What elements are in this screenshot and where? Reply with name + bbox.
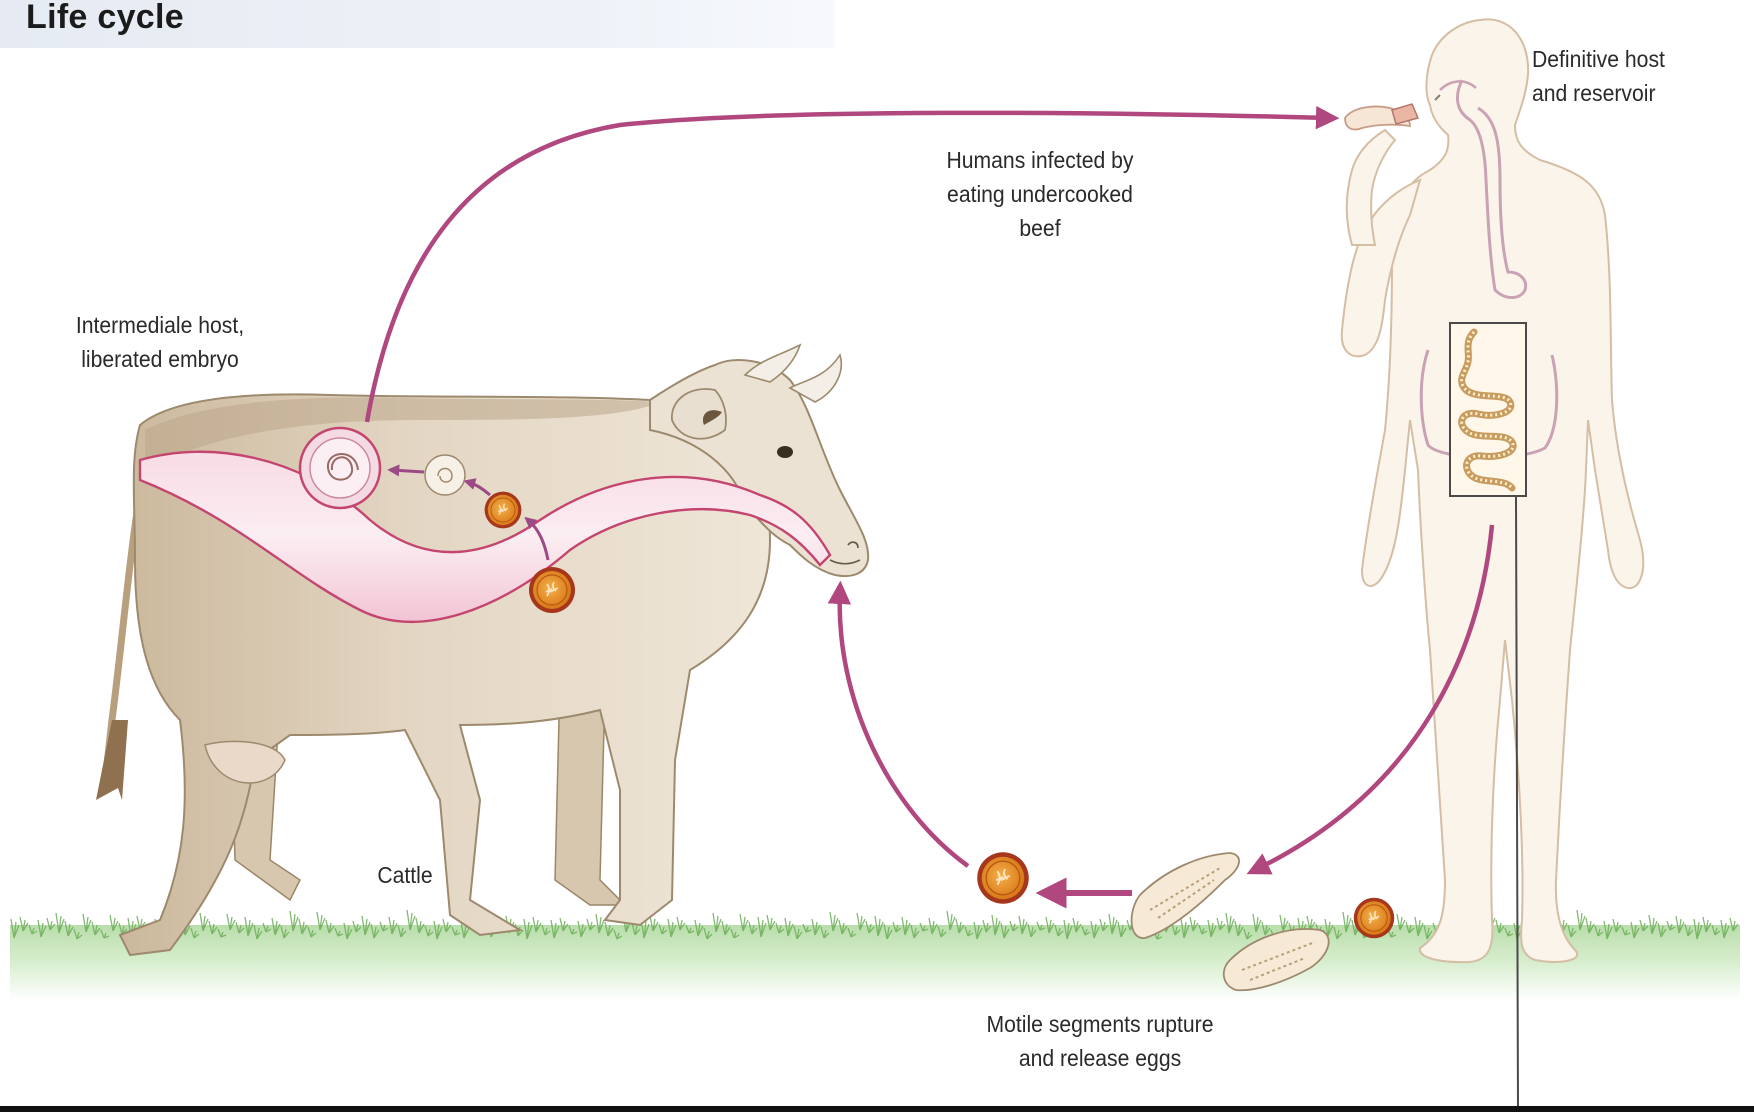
bottom-border xyxy=(0,1106,1754,1112)
humans-infected-line-1: Humans infected by xyxy=(911,143,1169,177)
label-cattle: Cattle xyxy=(354,858,455,892)
label-definitive-host: Definitive host and reservoir xyxy=(1532,42,1734,110)
definitive-host-line-2: and reservoir xyxy=(1532,76,1734,110)
intermediate-host-line-2: liberated embryo xyxy=(50,342,271,376)
motile-segments-line-1: Motile segments rupture xyxy=(962,1007,1238,1041)
motile-segments-line-2: and release eggs xyxy=(962,1041,1238,1075)
definitive-host-line-1: Definitive host xyxy=(1532,42,1734,76)
intermediate-host-line-1: Intermediale host, xyxy=(50,308,271,342)
humans-infected-line-2: eating undercooked xyxy=(911,177,1169,211)
label-humans-infected: Humans infected by eating undercooked be… xyxy=(911,143,1169,245)
label-motile-segments: Motile segments rupture and release eggs xyxy=(962,1007,1238,1075)
cattle-illustration xyxy=(96,345,868,955)
label-intermediate-host: Intermediale host, liberated embryo xyxy=(50,308,271,376)
egg-icon xyxy=(1354,898,1394,938)
arrow-cattle-to-human xyxy=(367,113,1330,422)
humans-infected-line-3: beef xyxy=(911,211,1169,245)
arrow-egg-to-cattle xyxy=(840,590,968,866)
egg-icon xyxy=(977,852,1029,904)
